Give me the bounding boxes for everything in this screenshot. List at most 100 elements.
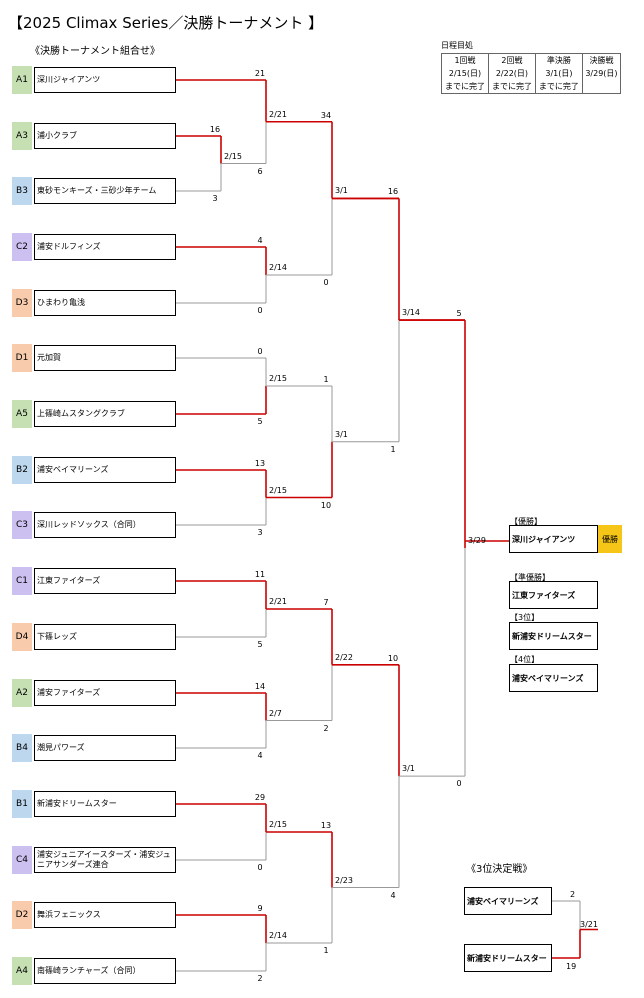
team-box: 上篠崎ムスタングクラブ	[34, 401, 176, 427]
seed-badge: C4	[12, 846, 32, 874]
third-place-top-score: 2	[570, 890, 576, 899]
team-box: 浦小クラブ	[34, 123, 176, 149]
match-bottom-score: 10	[320, 500, 332, 510]
schedule-date: 2/22(日)	[487, 67, 536, 80]
match-date: 2/21	[269, 109, 287, 119]
page-title: 【2025 Climax Series／決勝トーナメント 】	[8, 14, 324, 32]
match-date: 2/7	[269, 708, 282, 718]
match-bottom-score: 4	[257, 751, 263, 760]
match-bottom-score: 2	[257, 974, 263, 983]
schedule-round: 決勝戦	[581, 53, 622, 67]
match-top-score: 4	[257, 236, 263, 245]
team-box: 深川レッドソックス（合同）	[34, 512, 176, 538]
fourth-team-box: 浦安ベイマリーンズ	[509, 664, 598, 692]
match-bottom-score: 5	[257, 640, 263, 649]
match-bottom-score: 0	[257, 863, 263, 872]
seed-badge: A2	[12, 679, 32, 707]
team-box: 浦安ファイターズ	[34, 680, 176, 706]
seed-badge: B3	[12, 177, 32, 205]
match-top-score: 29	[254, 793, 266, 802]
match-date: 2/21	[269, 597, 287, 606]
match-top-score: 0	[257, 347, 263, 356]
match-date: 3/14	[402, 308, 420, 318]
seed-badge: D4	[12, 623, 32, 651]
match-date: 2/15	[269, 820, 287, 829]
seed-badge: B2	[12, 456, 32, 484]
match-top-score: 16	[209, 125, 221, 134]
seed-badge: A4	[12, 957, 32, 985]
match-top-score: 5	[456, 309, 462, 319]
match-date: 3/29	[468, 536, 486, 546]
team-box: 浦安ドルフィンズ	[34, 234, 176, 260]
seed-badge: C1	[12, 567, 32, 595]
match-top-score: 34	[320, 110, 332, 120]
match-top-score: 13	[254, 459, 266, 468]
runner-up-label: 【準優勝】	[510, 573, 550, 582]
schedule-heading: 日程目処	[441, 41, 473, 50]
third-label: 【3位】	[510, 613, 540, 622]
team-box: 新浦安ドリームスター	[34, 791, 176, 817]
match-bottom-score: 2	[323, 723, 329, 733]
seed-badge: D3	[12, 289, 32, 317]
match-top-score: 1	[323, 375, 329, 384]
match-top-score: 7	[323, 598, 329, 607]
match-top-score: 14	[254, 682, 266, 691]
seed-badge: D2	[12, 901, 32, 929]
match-bottom-score: 3	[212, 194, 218, 203]
match-bottom-score: 1	[323, 946, 329, 955]
third-place-bottom-score: 19	[566, 962, 577, 971]
match-top-score: 21	[254, 69, 266, 78]
match-date: 2/22	[335, 652, 353, 662]
schedule-note: までに完了	[487, 80, 536, 94]
match-bottom-score: 6	[257, 166, 263, 176]
bracket-subtitle: 《決勝トーナメント組合せ》	[30, 46, 160, 57]
match-date: 2/23	[335, 875, 353, 885]
match-date: 2/15	[224, 151, 242, 161]
seed-badge: B1	[12, 790, 32, 818]
seed-badge: C2	[12, 233, 32, 261]
match-bottom-score: 0	[456, 779, 462, 789]
schedule-table: 日程目処 1回戦 2回戦 準決勝 決勝戦 2/15(日) 2/22(日) 3/1…	[441, 40, 622, 94]
team-box: 東砂モンキーズ・三砂少年チーム	[34, 178, 176, 204]
seed-badge: A3	[12, 122, 32, 150]
seed-badge: D1	[12, 344, 32, 372]
seed-badge: A5	[12, 400, 32, 428]
match-date: 2/15	[269, 374, 287, 383]
winner-team-box: 深川ジャイアンツ	[509, 525, 598, 553]
match-date: 3/1	[402, 764, 415, 774]
champion-badge: 優勝	[598, 525, 622, 553]
match-bottom-score: 0	[257, 306, 263, 315]
match-bottom-score: 4	[390, 890, 396, 900]
fourth-label: 【4位】	[510, 655, 540, 664]
team-box: ひまわり亀浅	[34, 290, 176, 316]
team-box: 浦安ジュニアイースターズ・浦安ジュニアサンダーズ連合	[34, 847, 176, 873]
match-bottom-score: 1	[390, 444, 396, 454]
seed-badge: B4	[12, 734, 32, 762]
match-date: 2/14	[269, 931, 287, 940]
team-box: 潮見パワーズ	[34, 735, 176, 761]
team-box: 下篠レッズ	[34, 624, 176, 650]
third-place-top-team: 浦安ベイマリーンズ	[464, 887, 552, 915]
third-place-title: 《3位決定戦》	[466, 864, 533, 875]
schedule-note	[581, 80, 622, 94]
match-date: 3/1	[335, 186, 348, 196]
match-top-score: 16	[387, 187, 399, 197]
match-top-score: 10	[387, 653, 399, 663]
team-box: 元加賀	[34, 345, 176, 371]
seed-badge: C3	[12, 511, 32, 539]
match-top-score: 13	[320, 821, 332, 830]
seed-badge: A1	[12, 66, 32, 94]
team-box: 舞浜フェニックス	[34, 902, 176, 928]
winner-label: 【優勝】	[510, 517, 542, 526]
third-team-box: 新浦安ドリームスター	[509, 622, 598, 650]
team-box: 浦安ベイマリーンズ	[34, 457, 176, 483]
runner-up-team-box: 江東ファイターズ	[509, 581, 598, 609]
match-top-score: 11	[254, 570, 266, 579]
team-box: 深川ジャイアンツ	[34, 67, 176, 93]
schedule-round: 2回戦	[487, 53, 536, 67]
match-date: 2/15	[269, 485, 287, 495]
third-place-bottom-team: 新浦安ドリームスター	[464, 944, 552, 972]
match-bottom-score: 3	[257, 528, 263, 537]
match-date: 2/14	[269, 263, 287, 272]
